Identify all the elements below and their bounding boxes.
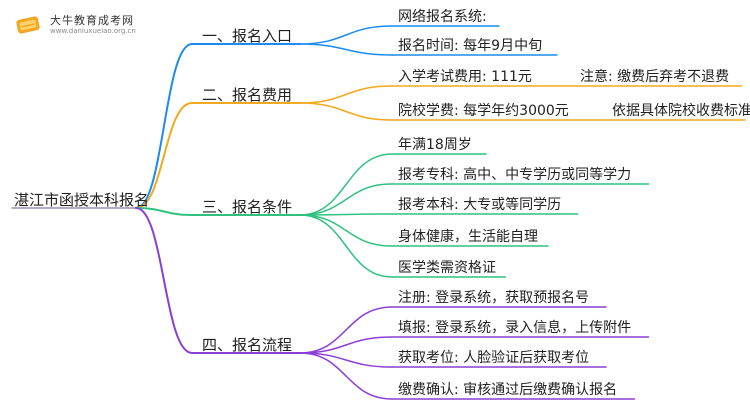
item-link	[299, 102, 393, 121]
item-link	[299, 214, 393, 278]
item-label: 填报: 登录系统，录入信息，上传附件	[398, 320, 632, 336]
item-label: 身体健康，生活能自理	[398, 229, 538, 245]
item-link	[299, 352, 393, 400]
root-topic: 湛江市函授本科报名	[14, 191, 150, 209]
brand-url: www.daniuxueiao.org.cn	[50, 27, 136, 35]
item-note: 依据具体院校收费标准	[612, 103, 750, 119]
branch-link-2	[135, 102, 193, 209]
item-link	[299, 306, 393, 354]
item-link	[299, 25, 393, 45]
brand-name: 大牛教育成考网	[50, 14, 134, 27]
item-link	[299, 213, 393, 216]
item-label: 报考专科: 高中、中专学历或同等学力	[398, 167, 632, 183]
item-label: 医学类需资格证	[398, 260, 496, 276]
item-label: 年满18周岁	[398, 137, 472, 153]
item-link	[299, 183, 393, 216]
branch-label-4: 四、报名流程	[202, 336, 293, 354]
book-icon	[14, 14, 44, 36]
item-link	[299, 352, 393, 368]
item-label: 网络报名系统:	[398, 9, 487, 25]
item-label: 院校学费: 每学年约3000元	[398, 103, 569, 119]
branch-label-2: 二、报名费用	[202, 86, 293, 104]
item-link	[299, 85, 393, 104]
branch-link-3	[135, 207, 193, 216]
item-link	[299, 43, 393, 56]
branch-link-4	[135, 207, 193, 354]
brand-logo: 大牛教育成考网 www.daniuxueiao.org.cn	[14, 14, 136, 36]
item-label: 获取考位: 人脸验证后获取考位	[398, 350, 590, 366]
item-note: 注意: 缴费后弃考不退费	[580, 69, 730, 85]
branch-label-1: 一、报名入口	[202, 27, 293, 45]
item-label: 报考本科: 大专或等同学历	[398, 197, 562, 213]
item-label: 报名时间: 每年9月中旬	[398, 38, 543, 54]
item-label: 注册: 登录系统，获取预报名号	[398, 290, 590, 306]
item-label: 入学考试费用: 111元	[398, 69, 532, 85]
branch-link-1	[135, 43, 193, 209]
item-link	[299, 153, 393, 216]
item-link	[299, 214, 393, 247]
branch-label-3: 三、报名条件	[202, 198, 293, 216]
item-link	[299, 336, 393, 354]
item-label: 缴费确认: 审核通过后缴费确认报名	[398, 382, 618, 398]
